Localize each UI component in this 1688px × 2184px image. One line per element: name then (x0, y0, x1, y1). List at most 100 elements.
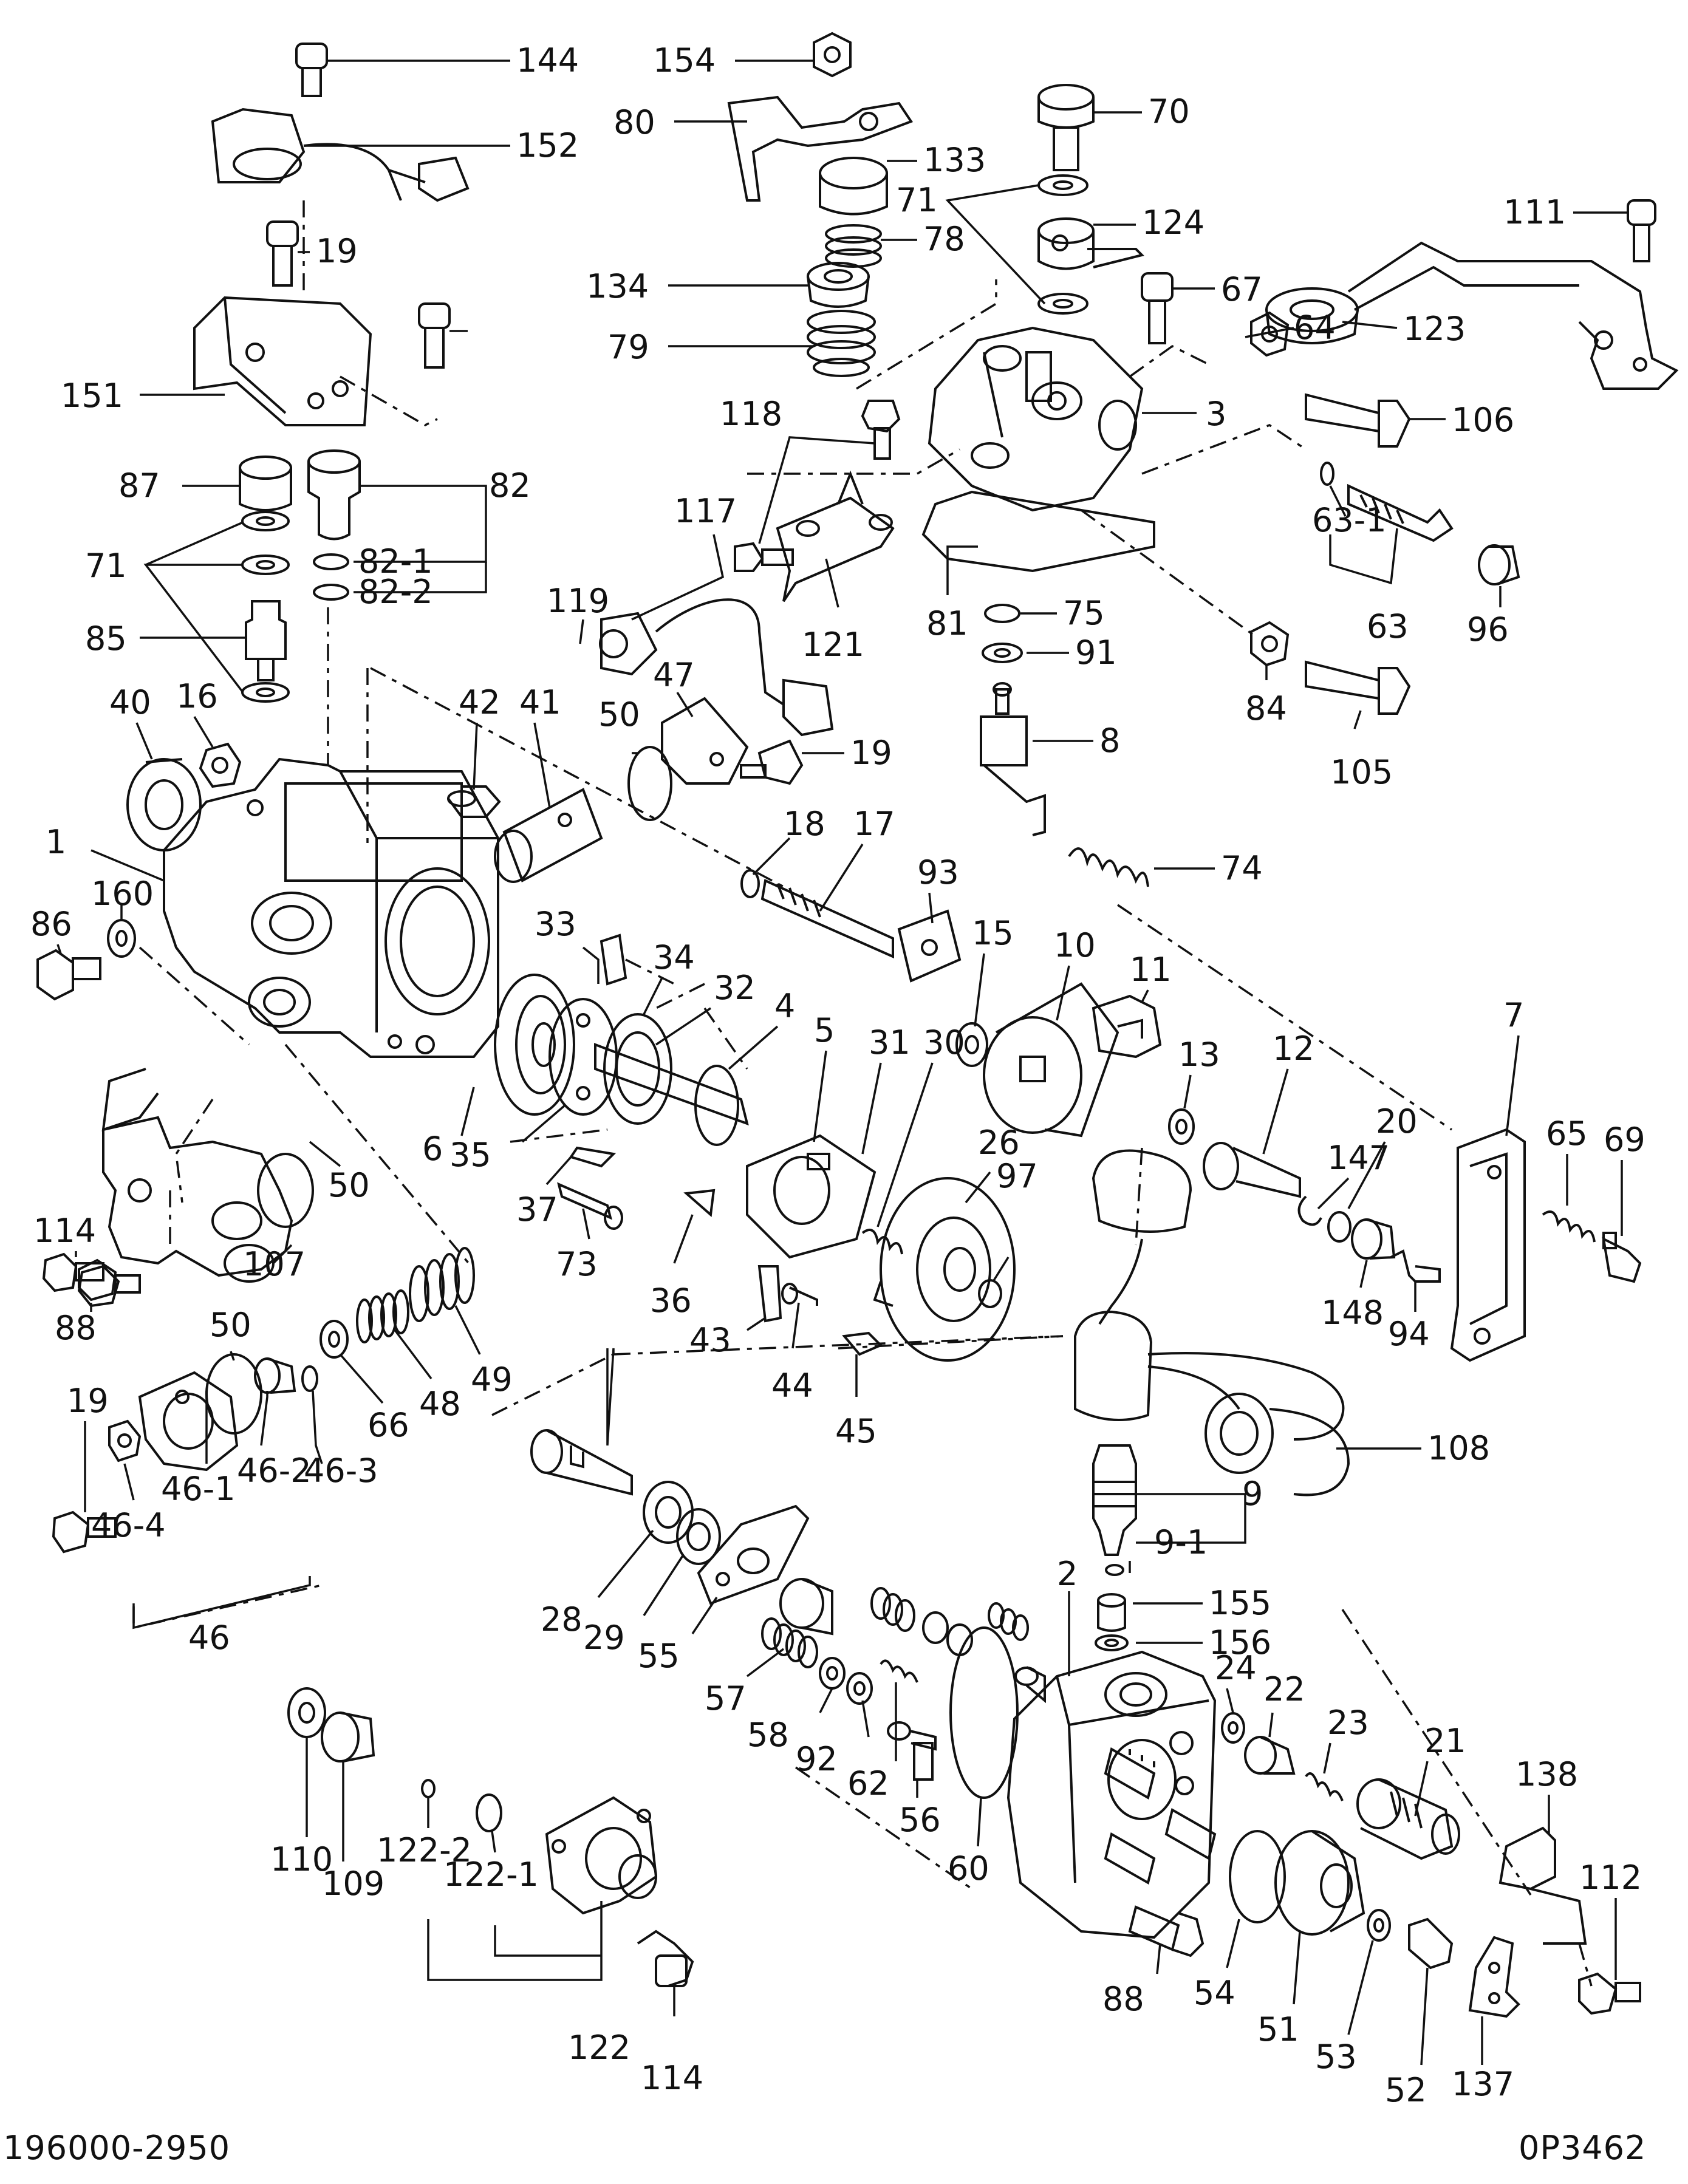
label-82-2: 82-2 (358, 573, 433, 611)
part-67-screw (1141, 272, 1174, 344)
part-66-washer (319, 1320, 349, 1359)
part-16-nut (199, 742, 242, 788)
label-124: 124 (1142, 203, 1204, 242)
label-6: 6 (422, 1130, 443, 1168)
label-3: 3 (1206, 395, 1226, 433)
part-17-shaft (760, 879, 894, 959)
part-51-plug (1274, 1830, 1365, 1936)
label-151: 151 (61, 377, 123, 415)
part-88-screw-c (1128, 1905, 1204, 1957)
label-154: 154 (653, 41, 716, 80)
part-43-pin (757, 1265, 782, 1323)
label-111: 111 (1503, 193, 1566, 231)
label-75: 75 (1063, 594, 1105, 632)
part-82-orings (313, 553, 349, 601)
label-35: 35 (449, 1136, 491, 1174)
part-2-distributor-head (1006, 1650, 1217, 1939)
label-78: 78 (923, 220, 965, 258)
label-47: 47 (653, 656, 695, 694)
part-8-lever (980, 682, 1046, 836)
label-122: 122 (568, 2029, 630, 2067)
part-47-cover (661, 697, 749, 785)
label-22: 22 (1263, 1670, 1305, 1708)
assembly-lines (132, 200, 1593, 1987)
part-sketches (36, 32, 1679, 2018)
part-94-pin (1390, 1249, 1441, 1283)
label-49: 49 (471, 1360, 513, 1399)
label-11: 11 (1130, 950, 1172, 989)
label-69: 69 (1604, 1121, 1645, 1159)
part-84-nut (1250, 621, 1290, 667)
label-54: 54 (1194, 1974, 1235, 2012)
label-46-2: 46-2 (237, 1452, 312, 1490)
part-19-screw-d (52, 1510, 117, 1554)
label-19-a: 19 (316, 232, 358, 270)
label-45: 45 (835, 1412, 877, 1450)
part-1-pump-housing (163, 757, 499, 1058)
part-50-oring-a (627, 746, 672, 821)
label-91: 91 (1075, 633, 1117, 672)
part-42-pin (447, 785, 501, 818)
part-9-1-oring (1105, 1564, 1124, 1576)
part-82-fitting (307, 449, 361, 541)
part-105-bolt (1305, 660, 1411, 715)
part-sleeve-55 (779, 1578, 833, 1636)
label-137: 137 (1452, 2065, 1514, 2103)
label-29: 29 (583, 1619, 625, 1657)
label-97: 97 (996, 1157, 1038, 1195)
part-110-washer (287, 1687, 326, 1738)
label-1: 1 (46, 823, 66, 861)
label-60: 60 (948, 1849, 989, 1888)
part-80-lever (727, 95, 914, 202)
part-58-washer (819, 1657, 846, 1690)
label-16: 16 (176, 677, 218, 715)
part-111-screw (1627, 199, 1656, 262)
label-4: 4 (774, 987, 795, 1025)
part-46-1-cover (138, 1371, 239, 1472)
label-5: 5 (814, 1011, 835, 1049)
part-124-lever (1037, 217, 1144, 270)
label-10: 10 (1054, 926, 1096, 964)
label-50-a: 50 (598, 695, 640, 734)
part-19-screw-c (740, 739, 804, 785)
label-46: 46 (188, 1619, 230, 1657)
part-88-screw-b (77, 1264, 141, 1308)
label-31: 31 (869, 1023, 911, 1062)
part-69-bolt (1602, 1232, 1642, 1283)
label-63: 63 (1367, 607, 1409, 646)
label-46-1: 46-1 (161, 1470, 236, 1508)
part-56-pin (887, 1721, 937, 1781)
label-73: 73 (556, 1245, 598, 1283)
part-118-bolts (734, 400, 901, 572)
part-63-adjusting-screw (1320, 462, 1454, 542)
label-123: 123 (1403, 310, 1466, 348)
label-26: 26 (978, 1124, 1020, 1162)
label-30: 30 (923, 1023, 965, 1062)
part-11-block (1092, 994, 1162, 1059)
part-112-bolt (1578, 1972, 1641, 2015)
part-147-clip (1297, 1195, 1322, 1226)
label-28: 28 (541, 1600, 583, 1639)
label-84: 84 (1245, 689, 1287, 728)
label-46-3: 46-3 (304, 1452, 378, 1490)
part-labels: 144 152 154 80 133 78 134 79 70 71 124 6… (30, 41, 1645, 2109)
label-86: 86 (30, 905, 72, 943)
label-122-2: 122-2 (377, 1831, 472, 1869)
part-10-gear (983, 982, 1119, 1138)
label-56: 56 (899, 1801, 941, 1839)
part-155-holder (1097, 1593, 1126, 1632)
label-121: 121 (802, 626, 864, 664)
part-160-washer (107, 919, 136, 958)
part-29-washer (676, 1508, 721, 1565)
label-138: 138 (1515, 1755, 1578, 1793)
leader-lines (56, 60, 1628, 2066)
label-17: 17 (853, 805, 895, 843)
part-46-3-oring (301, 1365, 318, 1392)
label-148: 148 (1321, 1294, 1384, 1332)
label-110: 110 (270, 1840, 333, 1879)
part-52-bolt (1408, 1917, 1454, 1970)
label-53: 53 (1315, 2038, 1357, 2076)
label-67: 67 (1221, 270, 1263, 309)
part-74-spring (1068, 847, 1149, 887)
